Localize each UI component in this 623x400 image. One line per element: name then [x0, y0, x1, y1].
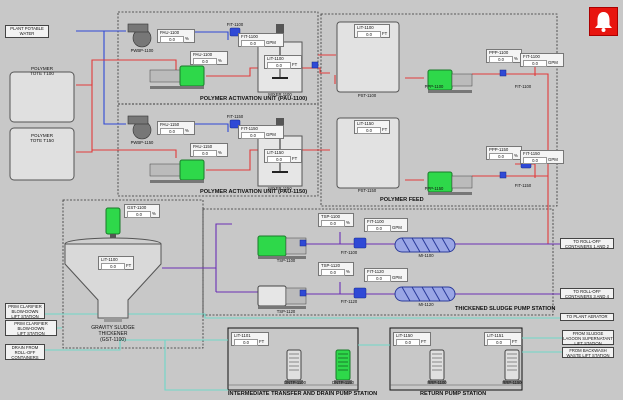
ppp1100-label: PPP-1100 — [424, 84, 444, 89]
mi1100-label: MI-1100 — [418, 253, 434, 258]
tote-t100 — [9, 71, 75, 123]
fit-1100-meter — [229, 27, 241, 37]
ppp1150-label: PPP-1150 — [424, 186, 444, 191]
ppp-1100-pump — [427, 69, 473, 93]
fit1100b-tag-label: FIT-1100 — [514, 84, 532, 89]
rrp-1150 — [503, 349, 521, 384]
outlet-rolloff-34[interactable]: TO ROLL-OFF CONTAINERS 3 AND 4 — [560, 288, 614, 299]
mixer1100-label: MIXER 1100 — [268, 92, 292, 97]
dntp1100-label: DNTP-1100 — [284, 380, 306, 385]
inlet-drain-rolloff[interactable]: DRAIN FROM ROLL-OFF CONTAINERS — [5, 344, 45, 360]
pau-pump-1150 — [149, 159, 205, 183]
inlet-prim-blowdown-2[interactable]: PRIM CLARIFIER BLOW-DOWN LIFT STATION — [5, 320, 57, 336]
mixer1150-label: MIXER 1150 — [268, 186, 292, 191]
fit1120c-tag-label: FIT-1120 — [340, 299, 358, 304]
pwbp-1100 — [127, 23, 152, 48]
ppp-1150-pump — [427, 171, 473, 195]
mi1120-label: MI-1120 — [418, 302, 434, 307]
rrp-1100 — [428, 349, 446, 384]
pst-1150 — [336, 117, 400, 189]
tsp1100-label: TSP-1100 — [276, 258, 296, 263]
gravity-thickener — [64, 207, 162, 322]
sludge-line — [162, 223, 232, 269]
pwbp1100-label: PWBP-1100 — [130, 48, 154, 53]
water-line — [76, 30, 126, 125]
inlet-lagoon[interactable]: FROM SLUDGE LAGOON SUPERNATANT LIFT STAT… — [562, 330, 614, 346]
section-intermediate-title: INTERMEDIATE TRANSFER AND DRAIN PUMP STA… — [228, 391, 378, 397]
inlet-plant-water[interactable]: PLANT POTABLE WATER — [5, 25, 49, 38]
outlet-rolloff-12[interactable]: TO ROLL-OFF CONTAINERS 1 AND 2 — [560, 238, 614, 249]
section-thickened-title: THICKENED SLUDGE PUMP STATION — [455, 306, 556, 312]
frame-return — [389, 327, 523, 391]
pst1150-label: PST-1150 — [357, 188, 377, 193]
tote-t100-label: POLYMER TOTE T100 — [30, 66, 54, 76]
pwbp1150-label: PWBP-1150 — [130, 140, 154, 145]
rrp1100-label: RRP-1100 — [427, 380, 447, 385]
pau-pump-1100 — [149, 65, 205, 89]
mi-1120 — [394, 286, 456, 302]
mi-1100 — [394, 237, 456, 253]
frame-thickened — [202, 208, 554, 316]
inlet-backwash[interactable]: FROM BACKWASH WASTE LIFT STATION — [562, 347, 614, 358]
tote-t150 — [9, 127, 75, 181]
inlet-prim-blowdown-1[interactable]: PRIM CLARIFIER BLOW-DOWN LIFT STATION — [5, 303, 45, 319]
thickener-label: GRAVITY SLUDGE THICKENER (GST-1100) — [91, 325, 135, 343]
section-return-title: RETURN PUMP STATION — [420, 391, 487, 397]
frame-thickener — [62, 199, 204, 349]
fit1100c-tag-label: FIT-1100 — [340, 250, 358, 255]
alarm-button[interactable] — [589, 7, 618, 36]
tote-t150-label: POLYMER TOTE T150 — [30, 133, 54, 143]
dntp-1150 — [334, 349, 352, 384]
dntp-1100 — [285, 349, 303, 384]
section-pau1100-title: POLYMER ACTIVATION UNIT (PAU-1100) — [200, 96, 308, 102]
pst1100-label: PST-1100 — [357, 93, 377, 98]
tsp-1100-pump — [257, 235, 307, 259]
outlet-plant-aerator[interactable]: TO PLANT AERATOR — [560, 313, 614, 321]
tsp1120-label: TSP-1120 — [276, 309, 296, 314]
dntp1150-label: DNTP-1150 — [332, 380, 354, 385]
tsp-1120-pump — [257, 285, 307, 309]
bell-icon — [595, 12, 612, 32]
frame-intermediate — [227, 327, 359, 391]
rrp1150-label: RRP-1150 — [502, 380, 522, 385]
pst-1100 — [336, 21, 400, 93]
frame-polymer-feed — [320, 13, 558, 207]
polymer-line — [76, 59, 177, 86]
fit1150b-tag-label: FIT-1150 — [514, 183, 532, 188]
fit1100-tag-label: FIT-1100 — [226, 22, 244, 27]
section-polymer-feed-title: POLYMER FEED — [380, 197, 424, 203]
section-pau1150-title: POLYMER ACTIVATION UNIT (PAU-1150) — [200, 189, 308, 195]
fit1150-tag-label: FIT-1150 — [226, 114, 244, 119]
